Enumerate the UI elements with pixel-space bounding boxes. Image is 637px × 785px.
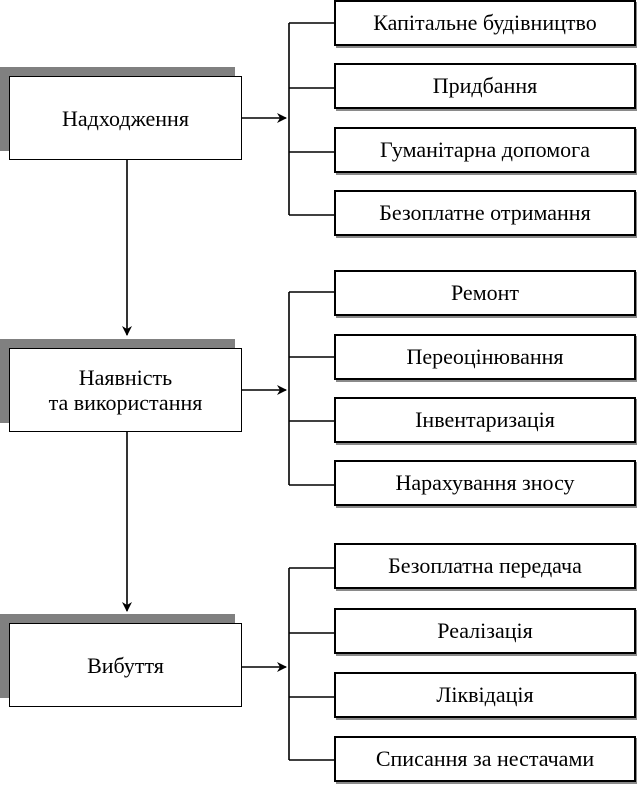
sub-box-depreciation: Нарахування зносу	[334, 460, 636, 506]
sub-box-capital-construction: Капітальне будівництво	[334, 0, 636, 46]
sub-box-inventory: Інвентаризація	[334, 397, 636, 443]
sub-box-revaluation: Переоцінювання	[334, 334, 636, 380]
sub-box-purchase: Придбання	[334, 63, 636, 109]
main-box-receipts-label: Надходження	[62, 105, 189, 131]
main-box-receipts: Надходження	[9, 76, 242, 160]
sub-box-humanitarian-aid: Гуманітарна допомога	[334, 127, 636, 173]
sub-box-liquidation: Ліквідація	[334, 672, 636, 718]
main-box-availability-label: Наявність та використання	[48, 365, 203, 415]
bracket-3	[288, 567, 334, 761]
main-box-availability: Наявність та використання	[9, 348, 242, 432]
sub-box-free-receipt: Безоплатне отримання	[334, 190, 636, 236]
main-box-disposal: Вибуття	[9, 623, 242, 707]
main-box-disposal-label: Вибуття	[87, 652, 164, 678]
sub-box-repair: Ремонт	[334, 270, 636, 316]
sub-box-sale: Реалізація	[334, 608, 636, 654]
bracket-1	[288, 22, 334, 216]
bracket-2	[288, 291, 334, 486]
sub-box-free-transfer: Безоплатна передача	[334, 543, 636, 589]
sub-box-shortage-writeoff: Списання за нестачами	[334, 736, 636, 782]
